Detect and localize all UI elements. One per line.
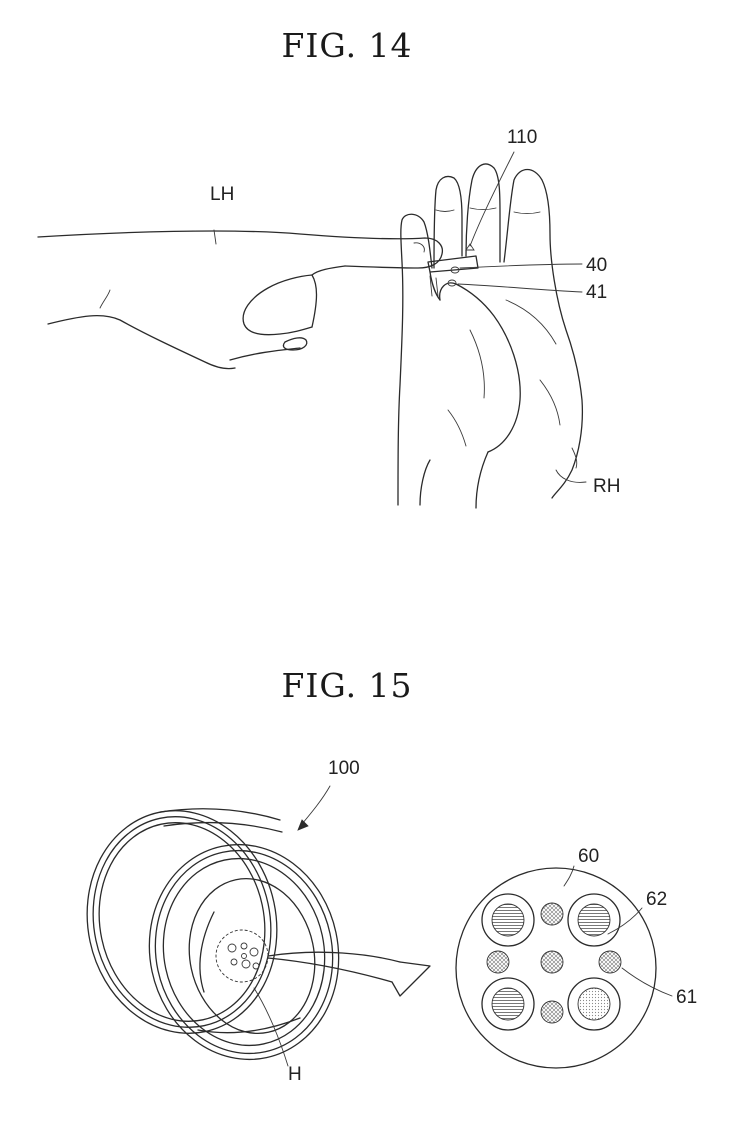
figure-14-title: FIG. 14 <box>281 26 412 65</box>
magnify-line-lower <box>267 951 401 963</box>
label-40: 40 <box>586 255 607 276</box>
label-60: 60 <box>578 846 599 867</box>
ring-device-drawing <box>86 808 340 1061</box>
magnify-arrowhead <box>391 961 431 997</box>
label-62: 62 <box>646 889 667 910</box>
right-hand-drawing <box>397 163 584 509</box>
figure-14-leaders <box>457 151 587 483</box>
left-hand-drawing <box>37 229 444 370</box>
label-lh: LH <box>210 184 234 205</box>
magnify-line-upper <box>267 957 393 983</box>
figure-14: FIG. 14 <box>37 26 620 509</box>
figure-15-leaders <box>253 785 673 1067</box>
label-rh: RH <box>593 476 620 497</box>
figure-15: FIG. 15 <box>86 666 697 1085</box>
label-h: H <box>288 1064 302 1085</box>
label-41: 41 <box>586 282 607 303</box>
detail-pattern-drawing <box>455 867 657 1069</box>
label-110: 110 <box>507 127 537 148</box>
figure-15-title: FIG. 15 <box>281 666 412 705</box>
label-100: 100 <box>328 758 360 779</box>
label-61: 61 <box>676 987 697 1008</box>
